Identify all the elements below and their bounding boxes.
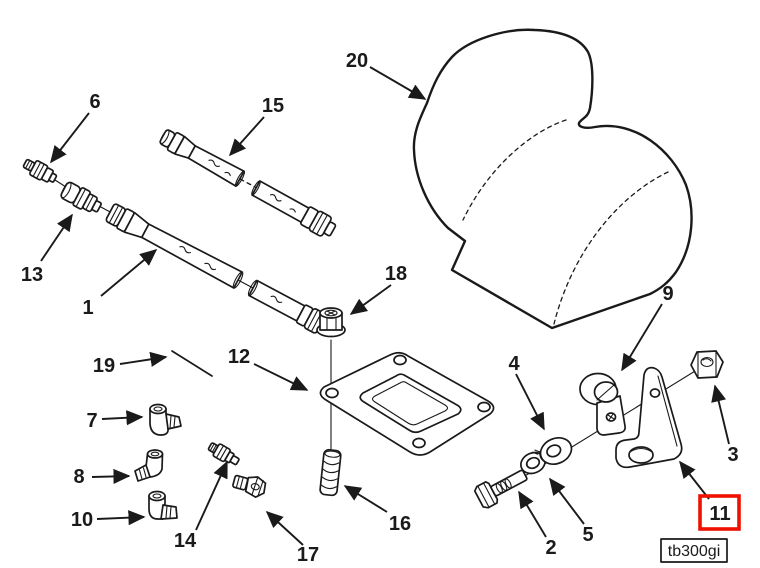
part-washer [539,437,573,465]
callout-10: 10 [71,509,93,531]
callout-3: 3 [727,444,738,466]
part-tube-segment [171,350,213,377]
part-plug-fitting [232,474,267,498]
part-elbow-fitting-7 [149,403,182,436]
part-coupling-nut [60,181,102,213]
part-flange-nut [316,307,346,338]
callout-20: 20 [346,50,368,72]
highlight-box [698,494,741,531]
callout-2: 2 [545,537,556,559]
callout-9: 9 [662,283,673,305]
callout-1: 1 [82,297,93,319]
callout-11: 11 [709,503,730,525]
callout-13: 13 [21,264,43,286]
part-elbow-fitting-10 [148,490,178,520]
part-lock-washer [520,449,546,475]
callout-12: 12 [228,346,250,368]
part-nut [690,350,724,379]
part-connector-fitting [22,158,58,183]
callout-18: 18 [385,263,407,285]
callout-16: 16 [389,513,411,535]
part-clamp [579,372,626,436]
callout-numbers: 1 2 3 4 5 6 7 8 9 10 11 12 13 14 15 16 1… [21,50,739,566]
part-straight-fitting [207,442,240,466]
part-elbow-fitting-8 [134,449,164,482]
part-bolt [473,469,528,509]
part-hose-assembly-upper [159,129,337,237]
callout-17: 17 [297,544,319,566]
callout-7: 7 [86,410,97,432]
callout-15: 15 [262,95,284,117]
figure-code-box: tb300gi [660,538,728,563]
callout-19: 19 [93,355,115,377]
part-bracket [615,366,683,469]
callout-5: 5 [582,524,593,546]
part-hose-assembly-lower [105,203,331,334]
callout-14: 14 [174,530,197,552]
part-heat-shield [412,28,693,330]
callout-6: 6 [89,91,100,113]
callout-leaders [40,66,730,546]
callout-8: 8 [73,466,84,488]
figure-code-label: tb300gi [668,543,721,560]
part-stud [319,448,342,497]
callout-4: 4 [508,353,520,375]
part-gasket [319,351,495,456]
